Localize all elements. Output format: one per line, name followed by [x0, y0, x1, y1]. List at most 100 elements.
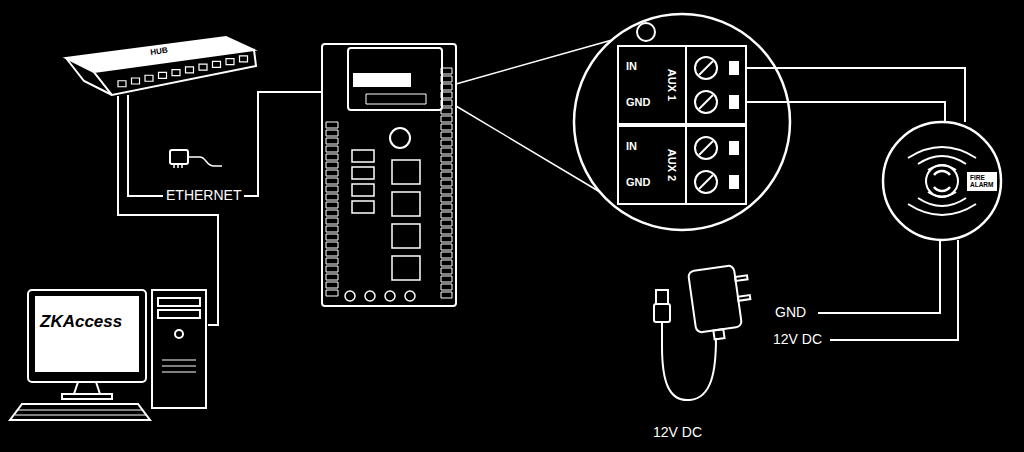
controller-board [366, 94, 426, 104]
board-component [441, 84, 452, 90]
hub-label: HUB [150, 47, 168, 58]
board-component [385, 291, 395, 301]
board-component [352, 167, 374, 179]
computer: ZKAccess [18, 285, 208, 425]
board-component [441, 124, 452, 130]
terminal-block [618, 46, 746, 124]
board-component [441, 220, 452, 226]
board-component [441, 284, 452, 290]
board-component [392, 256, 420, 280]
aux-terminal-block: IN GND AUX 1 [618, 46, 746, 124]
port-name: AUX 1 [666, 69, 678, 101]
board-component [326, 130, 338, 136]
board-component [441, 188, 452, 194]
board-component [392, 224, 420, 248]
board-component [326, 226, 338, 232]
board-component [326, 178, 338, 184]
board-component [441, 76, 452, 82]
hub-port [118, 56, 248, 87]
hub-port [226, 59, 234, 65]
board-component [326, 122, 338, 128]
terminal-label: GND [626, 96, 650, 108]
computer-drawing [15, 410, 146, 415]
terminal-block [730, 142, 738, 154]
board-component [405, 291, 415, 301]
terminal-block [699, 141, 713, 155]
ethernet-plug-icon [174, 157, 222, 168]
terminal-block [685, 126, 687, 204]
zoom-circle [637, 23, 655, 41]
computer-drawing [158, 310, 200, 318]
computer-drawing [158, 298, 200, 306]
cable-label: ETHERNET [163, 187, 244, 203]
signal-name: 12V DC [770, 331, 825, 347]
board-component [326, 170, 338, 176]
terminal-block [695, 171, 717, 193]
board-component [326, 68, 452, 301]
signal-name: GND [772, 304, 809, 320]
board-component [326, 282, 338, 288]
fire-alarm-drawing [883, 122, 1001, 240]
wire-connector [746, 68, 965, 122]
aux-terminal-block: INGNDAUX 2 [618, 126, 746, 204]
board-component [326, 290, 338, 296]
board-component [441, 228, 452, 234]
board-component [441, 68, 452, 74]
terminal-block [730, 62, 738, 74]
power-adapter [688, 265, 742, 333]
board-component [326, 234, 338, 240]
hub-port [213, 61, 221, 67]
terminal-block [695, 91, 717, 113]
controller-board [322, 44, 456, 306]
board-component [326, 242, 338, 248]
ethernet-wire [128, 92, 322, 196]
terminal-block [699, 95, 713, 109]
ethernet-wire [128, 92, 322, 196]
power-label: 12V DC [650, 424, 705, 440]
hub-port [240, 56, 248, 62]
board-component [352, 184, 374, 196]
power-adapter [713, 329, 724, 339]
hub-port [145, 75, 153, 81]
power-wire [818, 240, 958, 340]
board-component [326, 210, 338, 216]
controller-board [390, 128, 410, 148]
computer-drawing [62, 394, 112, 399]
board-component [392, 192, 420, 216]
software-logo: ZKAccess [40, 313, 122, 332]
fire-alarm-drawing [926, 165, 958, 197]
terminal-block [685, 46, 687, 124]
computer-drawing [10, 404, 150, 420]
board-component [326, 266, 338, 272]
power-adapter [688, 263, 755, 341]
fire-alarm: FIRE ALARM [883, 122, 1001, 240]
board-component [326, 162, 338, 168]
hub-port [132, 78, 140, 84]
board-component [441, 164, 452, 170]
board-component [326, 194, 338, 200]
board-component [326, 154, 338, 160]
board-component [441, 172, 452, 178]
board-component [441, 180, 452, 186]
computer-drawing [28, 290, 146, 382]
board-component [326, 258, 338, 264]
terminal-block [618, 46, 746, 204]
ethernet-plug-icon [170, 150, 222, 168]
terminal-block [699, 61, 713, 75]
terminal-label: IN [626, 60, 637, 72]
port-name: AUX 2 [666, 149, 678, 181]
controller-board [322, 44, 456, 306]
network-hub-drawing [94, 50, 256, 95]
terminal-block [730, 176, 738, 188]
power-adapter [735, 275, 747, 281]
board-component [326, 274, 338, 280]
computer-drawing [152, 290, 206, 408]
board-component [441, 132, 452, 138]
board-component [441, 92, 452, 98]
board-component [326, 146, 338, 152]
board-component [441, 292, 452, 298]
board-component [352, 201, 374, 213]
board-component [365, 291, 375, 301]
board-component [441, 196, 452, 202]
